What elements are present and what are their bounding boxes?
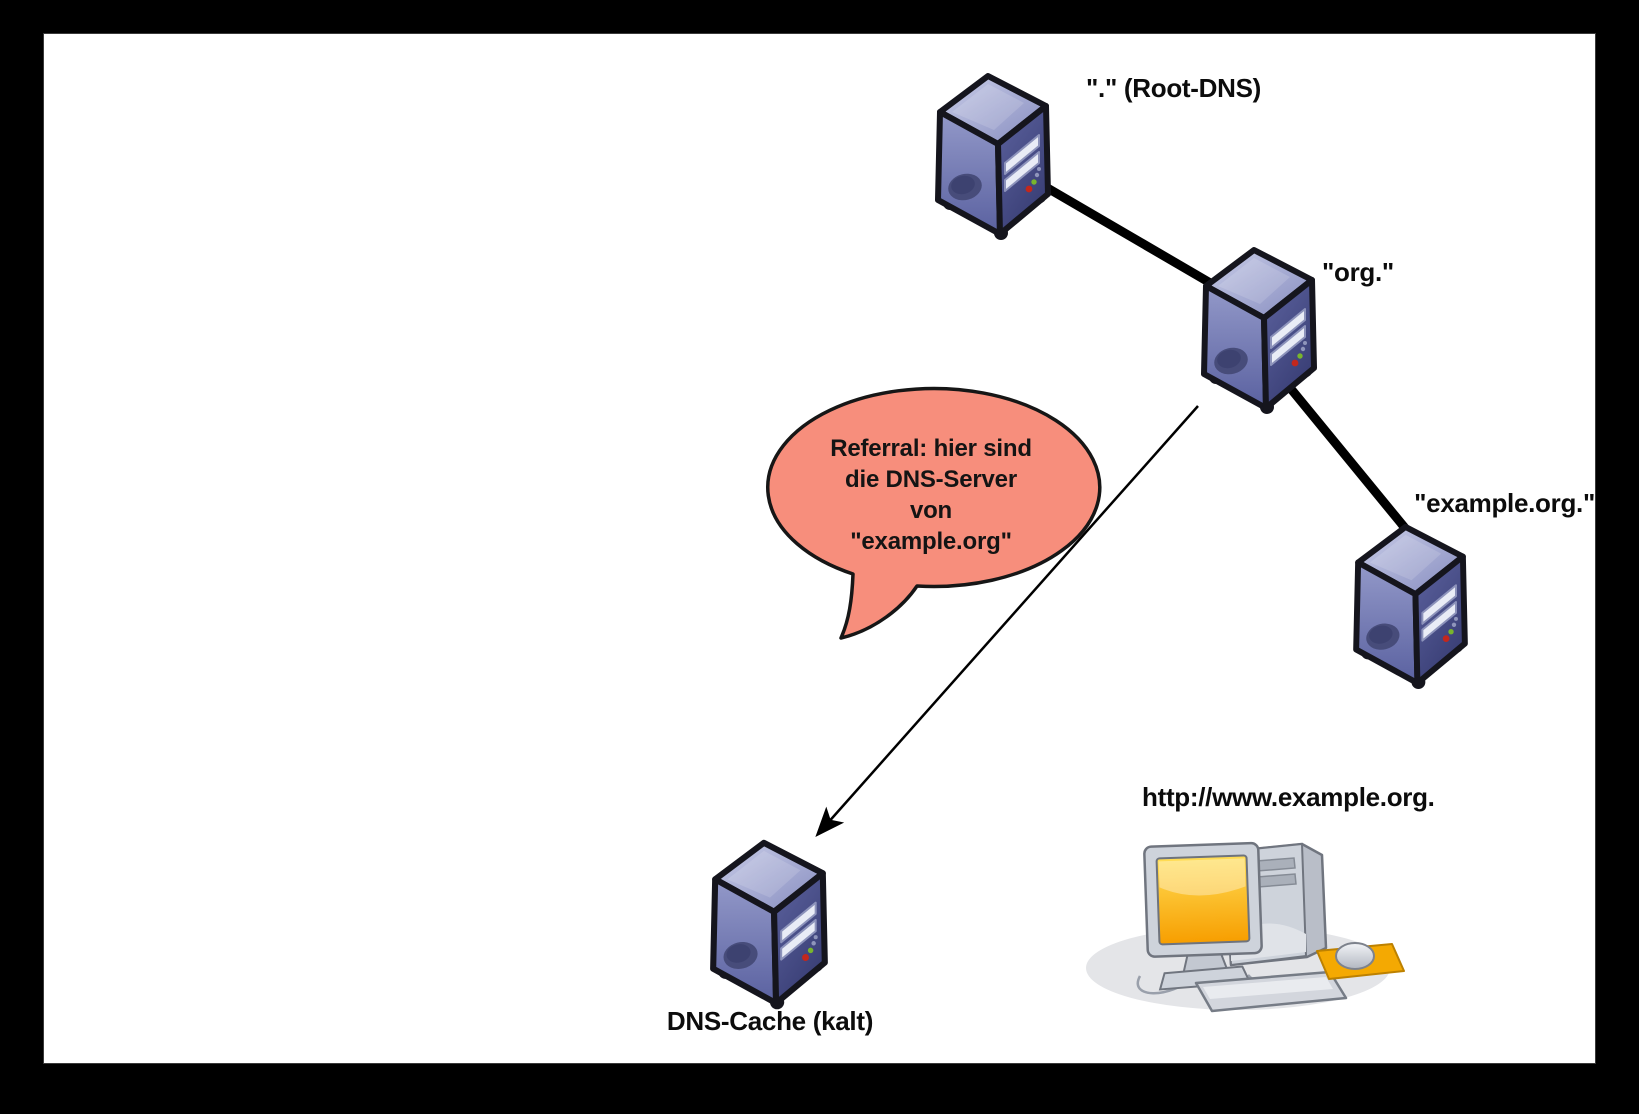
client-url-label: http://www.example.org.: [1142, 782, 1435, 812]
bubble-line-3: von: [909, 497, 953, 524]
client-computer-icon: [1086, 841, 1405, 1013]
dns-cache-server-icon: [713, 843, 825, 1009]
computer-monitor: [1143, 841, 1263, 991]
referral-speech-bubble: [766, 386, 1102, 640]
org-label: "org.": [1322, 257, 1394, 287]
referral-bubble-text: Referral: hier sind die DNS-Server von "…: [765, 433, 1097, 557]
dns-cache-label: DNS-Cache (kalt): [666, 1006, 874, 1036]
root-dns-label: "." (Root-DNS): [1086, 73, 1261, 103]
computer-keyboard: [1194, 970, 1348, 1013]
root-dns-server-icon: [938, 76, 1048, 240]
computer-mouse: [1316, 942, 1405, 980]
referral-arrow: [815, 405, 1199, 837]
bubble-line-2: die DNS-Server: [845, 466, 1017, 493]
bubble-line-4: "example.org": [850, 528, 1012, 555]
example-org-server-icon: [1356, 527, 1465, 689]
edge-root-to-org: [1039, 181, 1217, 289]
bubble-line-1: Referral: hier sind: [830, 435, 1032, 462]
org-server-icon: [1204, 250, 1314, 414]
example-org-label: "example.org.": [1414, 488, 1595, 518]
